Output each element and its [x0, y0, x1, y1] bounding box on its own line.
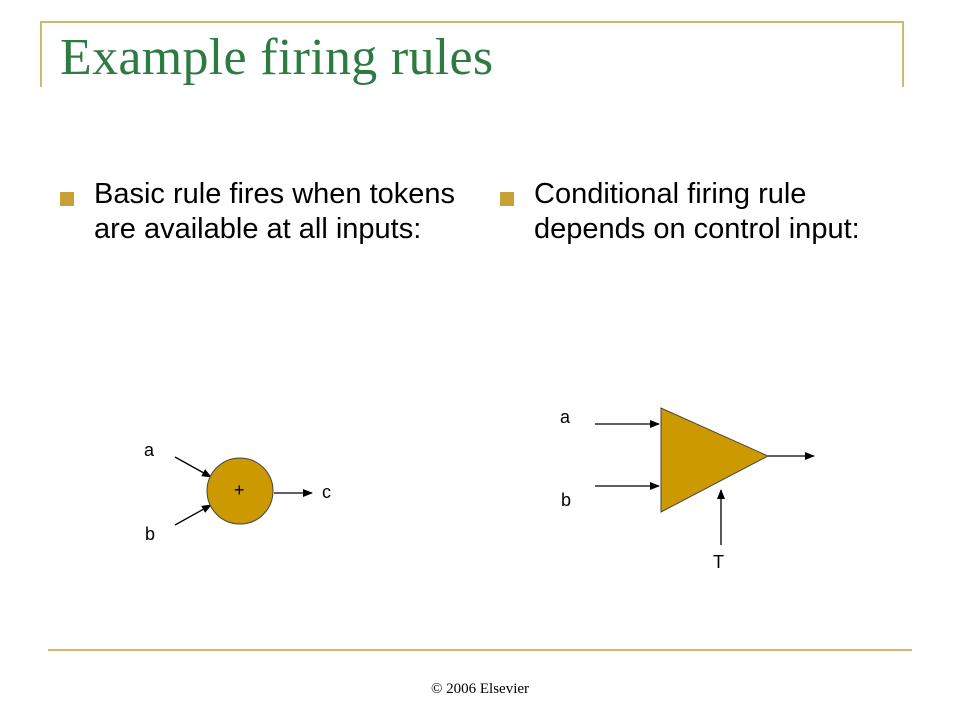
adder-node: [206, 457, 274, 525]
frame-top-line: [40, 21, 904, 23]
input-a-label: a: [560, 407, 571, 427]
frame-left-line: [40, 21, 42, 87]
conditional-node: [660, 407, 770, 513]
input-b-label: b: [561, 490, 572, 510]
input-a-arrow: [174, 456, 212, 478]
frame-right-line: [902, 21, 904, 87]
footer-divider: [48, 649, 912, 651]
bullet-marker: [60, 192, 74, 206]
adder-symbol: +: [234, 480, 245, 500]
input-b-arrow: [174, 504, 212, 526]
bullet-text: Conditional firing rule depends on contr…: [534, 178, 860, 245]
slide-title: Example firing rules: [60, 29, 494, 86]
output-c-label: c: [322, 482, 331, 502]
copyright-footer: © 2006 Elsevier: [430, 681, 530, 697]
input-a-label: a: [144, 440, 155, 460]
control-T-label: T: [713, 552, 724, 572]
input-b-label: b: [145, 524, 156, 544]
bullet-text: Basic rule fires when tokens are availab…: [94, 178, 456, 245]
bullet-marker: [500, 192, 514, 206]
